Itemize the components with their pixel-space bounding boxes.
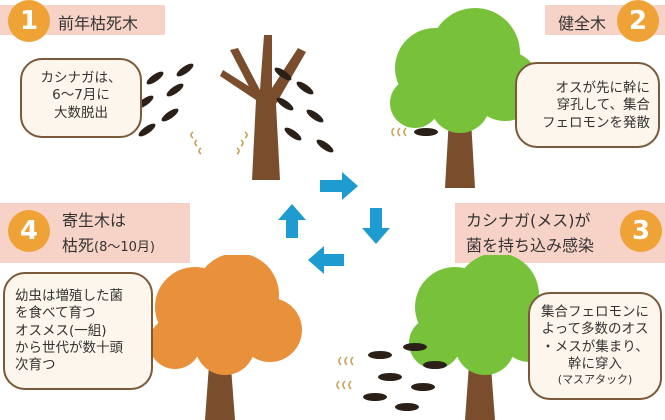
bubble-line: 大数脱出 bbox=[54, 104, 108, 121]
step-1-bubble: カシナガは、 6～7月に 大数脱出 bbox=[20, 58, 142, 138]
bubble-line: ・メスが集まり、 bbox=[541, 338, 649, 355]
bubble-line: オスメス(一組) bbox=[15, 322, 107, 339]
step-2-number: 2 bbox=[617, 0, 659, 42]
step-4-title-line1: 寄生木は bbox=[62, 211, 127, 230]
bubble-line: 6～7月に bbox=[52, 87, 110, 104]
beetle-swarm-icon bbox=[136, 63, 334, 155]
beetle-icon bbox=[391, 127, 438, 137]
dead-tree-illustration bbox=[220, 35, 306, 180]
dead-parasitized-tree-illustration bbox=[149, 255, 302, 420]
step-3-title-line1: カシナガ(メス)が bbox=[466, 211, 591, 230]
bubble-line: を食べて育つ bbox=[15, 305, 96, 322]
step-2-bubble: オスが先に幹に 穿孔して、集合 フェロモンを発散 bbox=[515, 62, 660, 148]
bubble-line: 穿孔して、集合 bbox=[556, 97, 650, 114]
bubble-line: オスが先に幹に bbox=[555, 80, 651, 96]
step-3-number: 3 bbox=[620, 210, 662, 252]
bubble-line: カシナガは、 bbox=[40, 70, 122, 86]
arrow-right-icon bbox=[320, 172, 358, 200]
bubble-line: 次育つ bbox=[15, 357, 56, 374]
beetle-swarm-icon bbox=[336, 343, 447, 411]
arrow-up-icon bbox=[278, 204, 306, 238]
bubble-line: から世代が数十頭 bbox=[15, 339, 123, 356]
arrow-down-icon bbox=[362, 208, 390, 244]
step-4-title-line2-group: 枯死(8～10月) bbox=[62, 232, 155, 256]
step-4-title-line2: 枯死 bbox=[62, 236, 95, 255]
step-1-number: 1 bbox=[8, 0, 50, 42]
bubble-line: 集合フェロモンに bbox=[541, 304, 649, 320]
bubble-line: (マスアタック) bbox=[557, 373, 633, 387]
attacked-tree-illustration bbox=[409, 255, 562, 420]
step-4-title-suffix: (8～10月) bbox=[94, 240, 155, 255]
bubble-line: 幼虫は増殖した菌 bbox=[15, 288, 123, 304]
step-2-title: 健全木 bbox=[558, 14, 607, 33]
healthy-tree-illustration bbox=[390, 8, 540, 188]
step-3-bubble: 集合フェロモンに よって多数のオス ・メスが集まり、 幹に穿入 (マスアタック) bbox=[528, 292, 662, 400]
step-4-bubble: 幼虫は増殖した菌 を食べて育つ オスメス(一組) から世代が数十頭 次育つ bbox=[3, 272, 153, 390]
arrow-left-icon bbox=[308, 246, 344, 274]
cycle-arrows bbox=[278, 172, 390, 274]
step-1-title: 前年枯死木 bbox=[58, 14, 139, 33]
step-3-title-line2: 菌を持ち込み感染 bbox=[466, 236, 595, 255]
bubble-line: フェロモンを発散 bbox=[542, 114, 650, 131]
step-4-number: 4 bbox=[8, 210, 50, 252]
bubble-line: 幹に穿入 bbox=[568, 355, 622, 372]
bubble-line: よって多数のオス bbox=[541, 321, 649, 338]
